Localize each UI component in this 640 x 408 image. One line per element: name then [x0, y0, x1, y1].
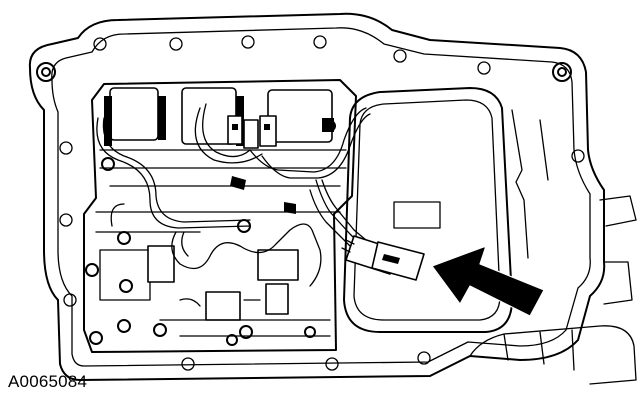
harness-wire: [309, 189, 357, 253]
connector-plug: [243, 119, 259, 149]
solenoid-block: [109, 87, 159, 141]
figure-code: A0065084: [8, 372, 88, 391]
bolt-hole: [552, 62, 572, 82]
lower-solenoid: [147, 245, 175, 283]
bolt: [117, 319, 131, 333]
bolt-hole: [477, 61, 491, 75]
case-extension-bottom: [469, 325, 637, 385]
bolt-hole: [93, 37, 107, 51]
harness-wire: [202, 103, 251, 158]
bolt: [119, 279, 133, 293]
gasket-inner-line: [51, 27, 591, 367]
harness-wire: [96, 117, 251, 229]
lower-bore-lines: [95, 203, 341, 301]
lower-solenoid: [257, 249, 299, 281]
harness-wire: [315, 179, 363, 247]
bolt: [239, 325, 253, 339]
bolt: [117, 231, 131, 245]
harness-wire: [194, 107, 263, 164]
bolt: [304, 326, 316, 338]
case-rib-right: [511, 109, 637, 259]
bolt: [101, 157, 115, 171]
bolt-hole: [169, 37, 183, 51]
top-connector-cluster: [227, 115, 277, 149]
solenoid-block: [267, 89, 333, 143]
lower-valve-components: [95, 176, 341, 337]
bolt-hole: [417, 351, 431, 365]
harness-wire: [249, 107, 367, 173]
bolt-hole: [313, 35, 327, 49]
perimeter-bolt-holes: [36, 35, 585, 371]
connector-pin: [232, 124, 238, 130]
connector-plug: [259, 115, 277, 147]
connector-wires: [341, 239, 355, 253]
bolt-hole: [325, 357, 339, 371]
bolt-hole: [59, 213, 73, 227]
bolt-hole: [181, 357, 195, 371]
valve-body-outline: [83, 79, 357, 353]
lower-detail-lines: [159, 298, 331, 337]
bolt-hole: [63, 293, 77, 307]
bolt-hole: [59, 141, 73, 155]
lower-solenoid: [265, 283, 289, 315]
bolt: [85, 263, 99, 277]
wiring-harness: [96, 103, 371, 287]
bolt-hole-center: [41, 67, 51, 77]
pointer-arrow-outline: [431, 245, 545, 317]
bolt: [324, 120, 336, 132]
bolt-hole: [571, 149, 585, 163]
connector-latch: [382, 254, 400, 264]
harness-wire: [261, 113, 371, 179]
bolt: [226, 334, 238, 346]
harness-wire: [239, 223, 322, 287]
recess-label-plate: [393, 201, 441, 229]
harness-wire: [171, 231, 241, 270]
pointer-arrow-core: [440, 254, 534, 306]
lower-solenoid: [205, 291, 241, 321]
harness-wire: [321, 179, 367, 241]
connector-pin: [264, 124, 270, 130]
pan-recess-outline: [343, 87, 513, 333]
bolt: [89, 331, 103, 345]
shadow-tabs: [230, 176, 296, 214]
bolt-hole: [241, 35, 255, 49]
harness-wire: [102, 117, 251, 223]
harness-connector: [341, 235, 425, 281]
case-extension-right: [603, 261, 633, 305]
bolt-hole: [393, 49, 407, 63]
bolt-hole: [36, 62, 56, 82]
harness-wire: [181, 231, 189, 257]
case-gasket-outline: [28, 12, 606, 381]
bolt-hole-center: [557, 67, 567, 77]
bolt: [153, 323, 167, 337]
